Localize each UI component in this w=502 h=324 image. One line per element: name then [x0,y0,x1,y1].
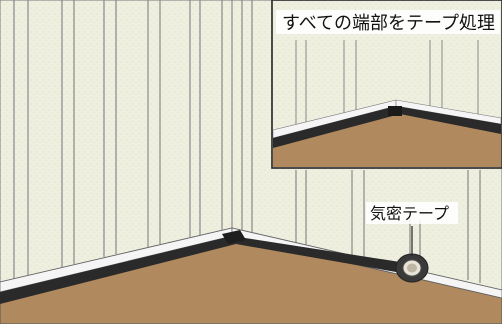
right-floor-tape [232,236,400,272]
airtight-tape-label: 気密テープ [370,204,449,223]
corner-tape-patch [222,230,246,244]
tape-roll-icon [395,253,429,283]
left-floor-tape [0,236,236,304]
left-wall-studs [13,0,223,278]
inset-caption: すべての端部をテープ処理 [282,13,495,34]
